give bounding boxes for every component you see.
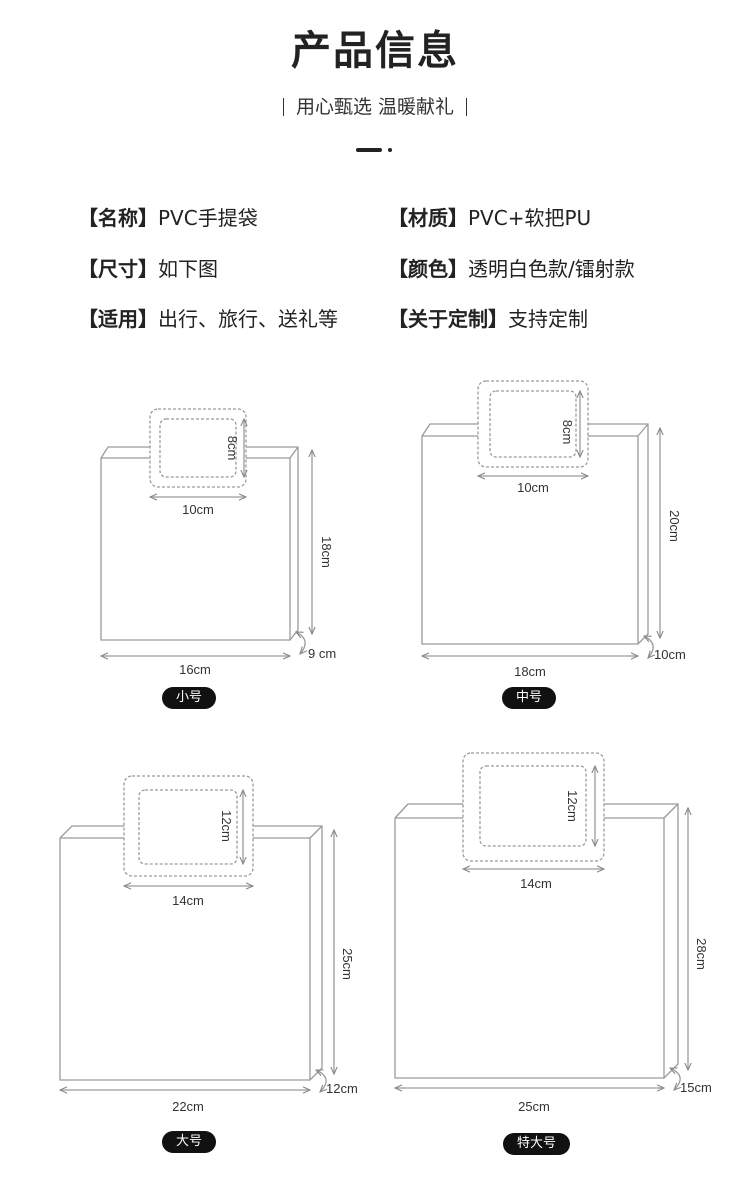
spec-usage: 【适用】出行、旅行、送礼等 — [78, 303, 338, 332]
title-underline-dot — [388, 148, 392, 152]
spec-value: 如下图 — [158, 257, 218, 281]
subtitle-text: 用心甄选 温暖献礼 — [295, 96, 455, 118]
bag-body — [394, 818, 665, 1079]
spec-value: 出行、旅行、送礼等 — [158, 307, 338, 331]
handle-height-label: 12cm — [219, 810, 234, 842]
height-label: 25cm — [340, 948, 355, 980]
size-badge-xlarge: 特大号 — [503, 1133, 571, 1155]
depth-dim — [316, 1069, 326, 1092]
spec-material: 【材质】PVC+软把PU — [388, 202, 591, 231]
spec-key: 【尺寸】 — [78, 257, 158, 281]
width-label: 22cm — [172, 1099, 204, 1114]
depth-dim — [670, 1067, 680, 1090]
spec-key: 【名称】 — [78, 206, 158, 230]
handle-height-label: 8cm — [560, 420, 575, 445]
handle-width-label: 14cm — [520, 876, 552, 891]
bag-body — [421, 436, 639, 645]
depth-label: 10cm — [654, 647, 686, 662]
height-label: 20cm — [667, 510, 682, 542]
bag-small — [100, 408, 312, 656]
divider-left — [282, 98, 284, 116]
handle-outer — [462, 752, 605, 862]
spec-key: 【关于定制】 — [388, 307, 508, 331]
handle-inner — [479, 765, 587, 847]
title-underline — [356, 148, 382, 152]
width-label: 16cm — [179, 662, 211, 677]
spec-custom: 【关于定制】支持定制 — [388, 303, 588, 332]
spec-name: 【名称】PVC手提袋 — [78, 202, 258, 231]
spec-key: 【颜色】 — [388, 257, 468, 281]
height-label: 28cm — [694, 938, 709, 970]
handle-width-label: 14cm — [172, 893, 204, 908]
handle-height-label: 12cm — [565, 790, 580, 822]
spec-value: 透明白色款/镭射款 — [468, 257, 635, 281]
depth-label: 15cm — [680, 1080, 712, 1095]
bag-medium — [421, 380, 660, 658]
page-title: 产品信息 — [291, 28, 459, 74]
width-label: 18cm — [514, 664, 546, 679]
size-badge-small: 小号 — [162, 687, 217, 709]
height-label: 18cm — [319, 536, 334, 568]
spec-size: 【尺寸】如下图 — [78, 253, 218, 282]
bag-body — [59, 838, 311, 1081]
handle-outer — [477, 380, 589, 468]
handle-height-label: 8cm — [225, 436, 240, 461]
bag-xlarge — [394, 752, 688, 1090]
depth-label: 9 cm — [308, 646, 336, 661]
spec-color: 【颜色】透明白色款/镭射款 — [388, 253, 635, 282]
spec-key: 【适用】 — [78, 307, 158, 331]
handle-inner — [489, 390, 577, 458]
depth-dim — [296, 632, 305, 654]
handle-inner — [138, 789, 238, 865]
handle-outer — [123, 775, 254, 877]
handle-inner — [159, 418, 237, 478]
spec-value: PVC+软把PU — [468, 206, 592, 230]
spec-value: 支持定制 — [508, 307, 588, 331]
page-subtitle: 用心甄选 温暖献礼 — [0, 92, 750, 119]
spec-value: PVC手提袋 — [158, 206, 258, 230]
bag-large — [59, 775, 334, 1092]
spec-key: 【材质】 — [388, 206, 468, 230]
width-label: 25cm — [518, 1099, 550, 1114]
size-badge-large: 大号 — [162, 1131, 217, 1153]
depth-label: 12cm — [326, 1081, 358, 1096]
handle-width-label: 10cm — [517, 480, 549, 495]
size-badge-medium: 中号 — [502, 687, 557, 709]
handle-outer — [149, 408, 247, 488]
depth-dim — [644, 636, 653, 658]
divider-right — [466, 98, 468, 116]
bag-body — [100, 458, 291, 641]
handle-width-label: 10cm — [182, 502, 214, 517]
